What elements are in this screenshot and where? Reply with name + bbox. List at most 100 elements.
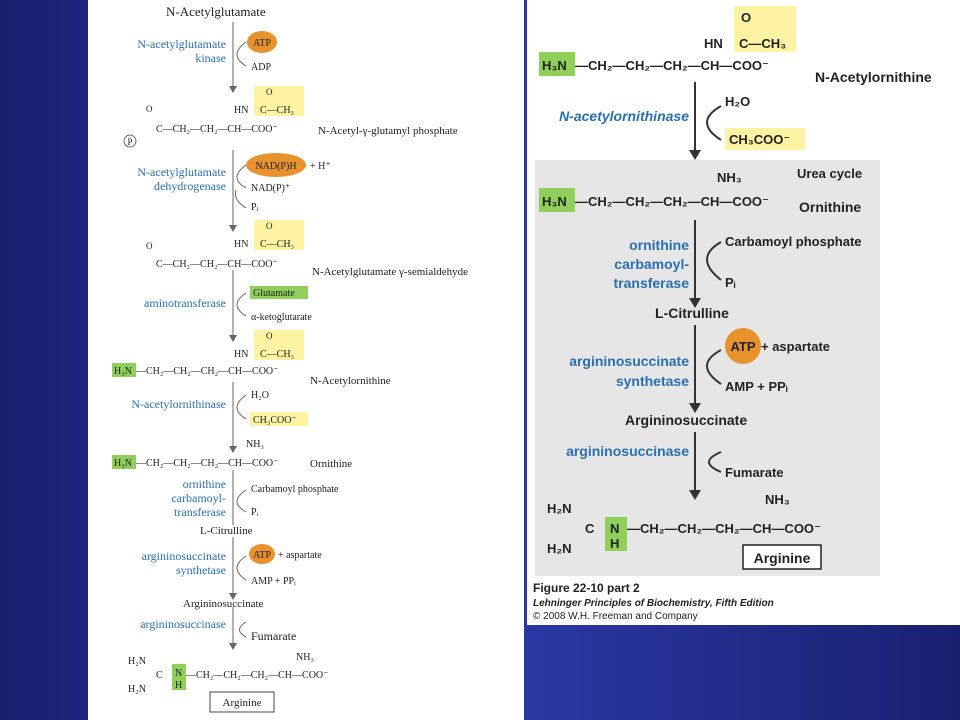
acetyl-highlight-3	[254, 220, 304, 250]
right-pathway-panel: O HN C—CH₃ H₃N —CH₂—CH₂—CH₂—CH—COO⁻ N-Ac…	[527, 0, 960, 625]
arginine-box-right	[742, 544, 822, 570]
arginine-box	[209, 691, 275, 713]
h2o-right: H₂O	[725, 94, 750, 109]
carbonyl-o-2: O	[266, 87, 273, 97]
arg-h: H	[175, 680, 182, 691]
enzyme-n-acetylornithinase-right: N-acetylornithinase	[559, 108, 689, 124]
nadph-label: NAD(P)H	[255, 161, 296, 172]
acetyl-top: C—CH₃	[739, 36, 786, 51]
caption-copyright: © 2008 W.H. Freeman and Company	[533, 611, 698, 622]
hn-label-2: HN	[234, 105, 248, 116]
carboxyl-o-2: O	[146, 104, 153, 114]
pi-label-2: Pᵢ	[251, 507, 259, 518]
enzyme-as-synthetase-line1: argininosuccinate	[142, 549, 226, 563]
pi-label-1: Pᵢ	[251, 202, 259, 213]
acetyl-highlight-top	[734, 6, 796, 52]
enzyme-nag-dehydrogenase-line2: dehydrogenase	[154, 179, 226, 193]
h3n-highlight-ornithine	[539, 188, 575, 212]
enzyme-nag-dehydrogenase-line1: N-acetylglutamate	[137, 165, 226, 179]
left-pathway-panel: N-Acetylglutamate N-acetylglutamate kina…	[88, 0, 524, 720]
hn-label-4: HN	[234, 349, 248, 360]
citrulline-label: L-Citrulline	[200, 525, 253, 537]
caption-figure: Figure 22-10 part 2	[533, 581, 640, 595]
nadph-bubble	[246, 153, 306, 177]
chain-2: C—CH₂—CH₂—CH—COO⁻	[156, 124, 278, 135]
nh3-label-5: NH₃	[246, 439, 264, 450]
enzyme-as-synthetase-right-line2: synthetase	[616, 373, 689, 389]
compound-3-name: N-Acetylglutamate γ-semialdehyde	[312, 266, 468, 278]
h3n-highlight-5	[112, 455, 136, 469]
amp-right: AMP + PPᵢ	[725, 379, 788, 394]
compound-2-name: N-Acetyl-γ-glutamyl phosphate	[318, 125, 458, 137]
phosphate-p: P	[127, 137, 132, 147]
acetyl-group-3: C—CH₃	[260, 239, 294, 250]
nh3-ornithine: NH₃	[717, 170, 742, 185]
hn-top: HN	[704, 36, 723, 51]
nh-highlight-arginine	[605, 517, 627, 551]
atp-right: ATP	[730, 339, 755, 354]
arginine-label: Arginine	[223, 697, 262, 709]
nadp-label: NAD(P)⁺	[251, 183, 290, 194]
acetyl-group-2: C—CH₃	[260, 105, 294, 116]
aspartate-label: + aspartate	[278, 550, 322, 561]
nh3-arginine: NH₃	[765, 492, 790, 507]
argsucc-label: Argininosuccinate	[183, 598, 264, 610]
hn-label-3: HN	[234, 239, 248, 250]
aldehyde-o: O	[146, 241, 153, 251]
left-pathway-diagram: N-Acetylglutamate N-acetylglutamate kina…	[112, 4, 468, 713]
enzyme-otc-right-line3: transferase	[614, 275, 690, 291]
enzyme-n-acetylornithinase: N-acetylornithinase	[131, 397, 226, 411]
enzyme-otc-line2: carbamoyl-	[171, 491, 226, 505]
atp-bubble-right	[725, 328, 761, 364]
enzyme-otc-line1: ornithine	[183, 477, 226, 491]
argsucc-right: Argininosuccinate	[625, 412, 747, 428]
h2n-bottom: H₂N	[128, 684, 146, 695]
pi-right: Pᵢ	[725, 275, 736, 290]
guanidino-c-right: C	[585, 521, 595, 536]
acetate-highlight-right	[725, 128, 805, 150]
h2n-top: H₂N	[128, 656, 146, 667]
glutamate-highlight	[250, 286, 308, 299]
citrulline-right: L-Citrulline	[655, 305, 729, 321]
h3n-ornithine: H₃N	[542, 194, 567, 209]
arg-chain-right: —CH₂—CH₂—CH₂—CH—COO⁻	[627, 521, 821, 536]
atp-label-2: ATP	[253, 550, 271, 561]
carbamoyl-label: Carbamoyl phosphate	[251, 484, 339, 495]
h3n-highlight-4	[112, 363, 136, 377]
enzyme-as-synthetase-line2: synthetase	[176, 563, 226, 577]
arg-chain: —CH₂—CH₂—CH₂—CH—COO⁻	[185, 670, 328, 681]
fumarate-right: Fumarate	[725, 465, 784, 480]
enzyme-aminotransferase: aminotransferase	[144, 296, 226, 310]
fumarate-label: Fumarate	[251, 629, 296, 643]
enzyme-as-synthetase-right-line1: argininosuccinate	[569, 353, 689, 369]
hplus-label: + H⁺	[310, 161, 331, 172]
compound-5-name: Ornithine	[310, 458, 352, 470]
aspartate-right: + aspartate	[761, 339, 830, 354]
guanidino-c: C	[156, 670, 163, 681]
glutamate-label: Glutamate	[253, 288, 295, 299]
acetate-highlight	[250, 412, 308, 426]
enzyme-argininosuccinase: argininosuccinase	[140, 617, 226, 631]
h2o-label: H₂O	[251, 390, 269, 401]
acetyl-group-4: C—CH₃	[260, 349, 294, 360]
adp-label: ADP	[251, 62, 271, 73]
right-pathway-diagram: O HN C—CH₃ H₃N —CH₂—CH₂—CH₂—CH—COO⁻ N-Ac…	[533, 6, 932, 622]
chain-3: C—CH₂—CH₂—CH—COO⁻	[156, 259, 278, 270]
arg-n: N	[175, 668, 182, 679]
chain-5: —CH₂—CH₂—CH₂—CH—COO⁻	[135, 458, 278, 469]
ornithine-label: Ornithine	[799, 199, 861, 215]
acetate-right: CH₃COO⁻	[729, 132, 790, 147]
phosphate-circle	[123, 134, 137, 148]
enzyme-argininosuccinase-right: argininosuccinase	[566, 443, 689, 459]
atp-bubble	[247, 31, 277, 53]
acetyl-highlight-2	[254, 86, 304, 116]
acetyl-highlight-4	[254, 330, 304, 360]
carbamoyl-right: Carbamoyl phosphate	[725, 234, 862, 249]
atp-label: ATP	[253, 38, 271, 49]
h3n-label-4: H₃N	[114, 366, 132, 377]
h2n-bottom-right: H₂N	[547, 541, 572, 556]
h2n-top-right: H₂N	[547, 501, 572, 516]
h3n-label-5: H₃N	[114, 458, 132, 469]
enzyme-nag-kinase-line2: kinase	[195, 51, 226, 65]
arg-h-right: H	[610, 536, 619, 551]
